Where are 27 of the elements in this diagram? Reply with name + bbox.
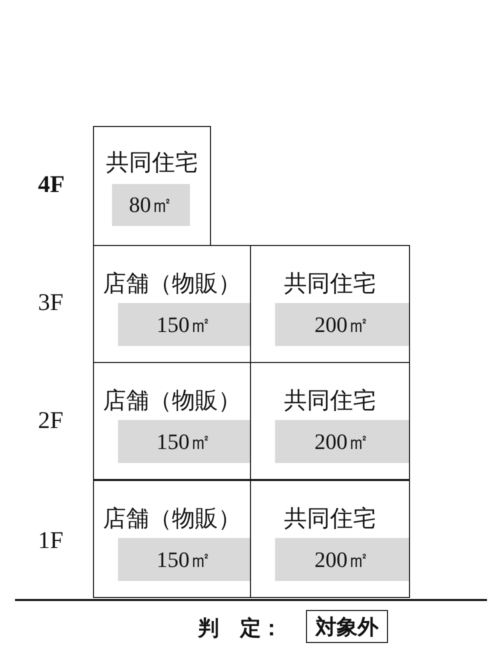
area-label: 200㎡: [275, 420, 409, 463]
floor-label: 4F: [38, 172, 65, 199]
result-box: 対象外: [306, 610, 388, 643]
use-label: 店舗（物販）: [102, 387, 242, 415]
use-label: 共同住宅: [283, 270, 377, 298]
area-label: 150㎡: [118, 303, 250, 346]
area-label: 200㎡: [275, 303, 409, 346]
floor-label: 3F: [38, 290, 64, 317]
unit-box: [250, 480, 410, 598]
unit-box: [250, 245, 410, 363]
judgment-label: 判 定：: [198, 615, 282, 642]
area-label: 150㎡: [118, 538, 250, 581]
unit-box: [93, 480, 251, 598]
area-label: 200㎡: [275, 538, 409, 581]
area-label: 80㎡: [112, 184, 190, 226]
use-label: 店舗（物販）: [102, 505, 242, 533]
unit-box: [93, 245, 251, 363]
area-label: 150㎡: [118, 420, 250, 463]
use-label: 共同住宅: [105, 149, 199, 177]
floor-label: 2F: [38, 408, 64, 435]
unit-box: [93, 362, 251, 480]
floor-label: 1F: [38, 528, 64, 555]
use-label: 共同住宅: [283, 505, 377, 533]
use-label: 店舗（物販）: [102, 270, 242, 298]
unit-box: [250, 362, 410, 480]
unit-box: [93, 126, 211, 246]
use-label: 共同住宅: [283, 387, 377, 415]
